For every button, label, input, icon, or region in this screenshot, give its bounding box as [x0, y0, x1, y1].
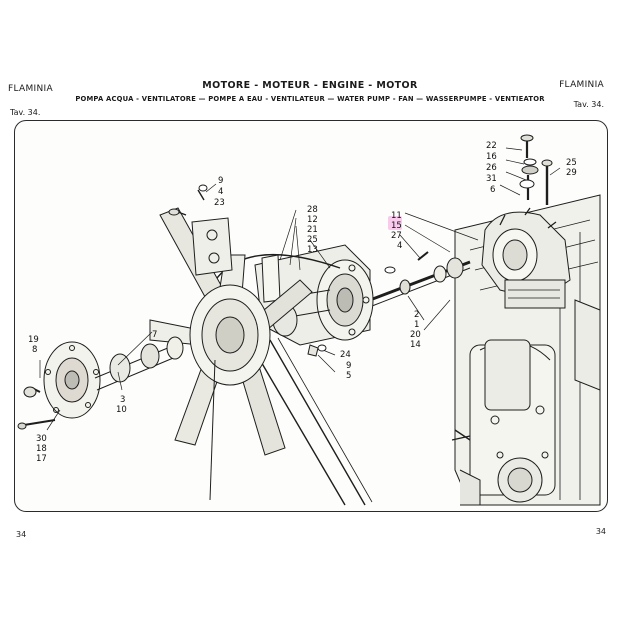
highlight-mark [388, 216, 402, 230]
leader-lines [39, 147, 561, 431]
callout-label: 22 [486, 141, 497, 151]
callout-label: 29 [566, 168, 577, 178]
pulley-nuts [307, 344, 327, 357]
callout-label: 20 [410, 330, 421, 340]
callout-label: 5 [346, 371, 351, 381]
callout-label: 18 [36, 444, 47, 454]
callout-label: 27 [391, 231, 402, 241]
callout-label: 4 [218, 187, 223, 197]
page-title: MOTORE - MOTEUR - ENGINE - MOTOR [202, 80, 418, 91]
callout-label: 2 [414, 310, 419, 320]
callout-label: 26 [486, 163, 497, 173]
fan-hub-flange [17, 336, 184, 430]
callout-label: 25 [566, 158, 577, 168]
callout-label: 13 [307, 245, 318, 255]
pump-pulley-hub [254, 244, 374, 346]
callout-label: 9 [346, 361, 351, 371]
page-subtitle: POMPA ACQUA - VENTILATORE — POMPE A EAU … [75, 95, 545, 103]
callout-label: 12 [307, 215, 318, 225]
callout-label: 8 [32, 345, 37, 355]
callout-label: 7 [152, 330, 157, 340]
page-number-right: 34 [595, 527, 606, 536]
callout-label: 24 [340, 350, 351, 360]
plate-number-left: Tav. 34. [10, 108, 41, 117]
callout-label: 10 [116, 405, 127, 415]
callout-label: 19 [28, 335, 39, 345]
pump-housing [481, 207, 571, 309]
plate-number-right: Tav. 34. [573, 100, 604, 109]
callout-label: 4 [397, 241, 402, 251]
callout-label: 23 [214, 198, 225, 208]
callout-label: 25 [307, 235, 318, 245]
callout-label: 1 [414, 320, 419, 330]
model-name-right: FLAMINIA [559, 80, 604, 90]
callout-label: 21 [307, 225, 318, 235]
callout-label: 15 [391, 221, 402, 231]
callout-label: 11 [391, 211, 402, 221]
callout-label: 3 [120, 395, 125, 405]
callout-label: 31 [486, 174, 497, 184]
callout-label: 9 [218, 176, 223, 186]
callout-label: 14 [410, 340, 421, 350]
page-number-left: 34 [16, 530, 27, 539]
fan-bracket [168, 184, 233, 276]
callout-labels: 9 4 23 28 12 21 25 13 11 15 27 4 22 16 2… [28, 141, 577, 464]
callout-label: 16 [486, 152, 497, 162]
pump-shaft-assembly [369, 251, 471, 307]
callout-label: 17 [36, 454, 47, 464]
thermostat-bolts [519, 134, 553, 205]
callout-label: 30 [36, 434, 47, 444]
callout-label: 28 [307, 205, 318, 215]
callout-label: 6 [490, 185, 495, 195]
model-name-left: FLAMINIA [8, 84, 53, 94]
